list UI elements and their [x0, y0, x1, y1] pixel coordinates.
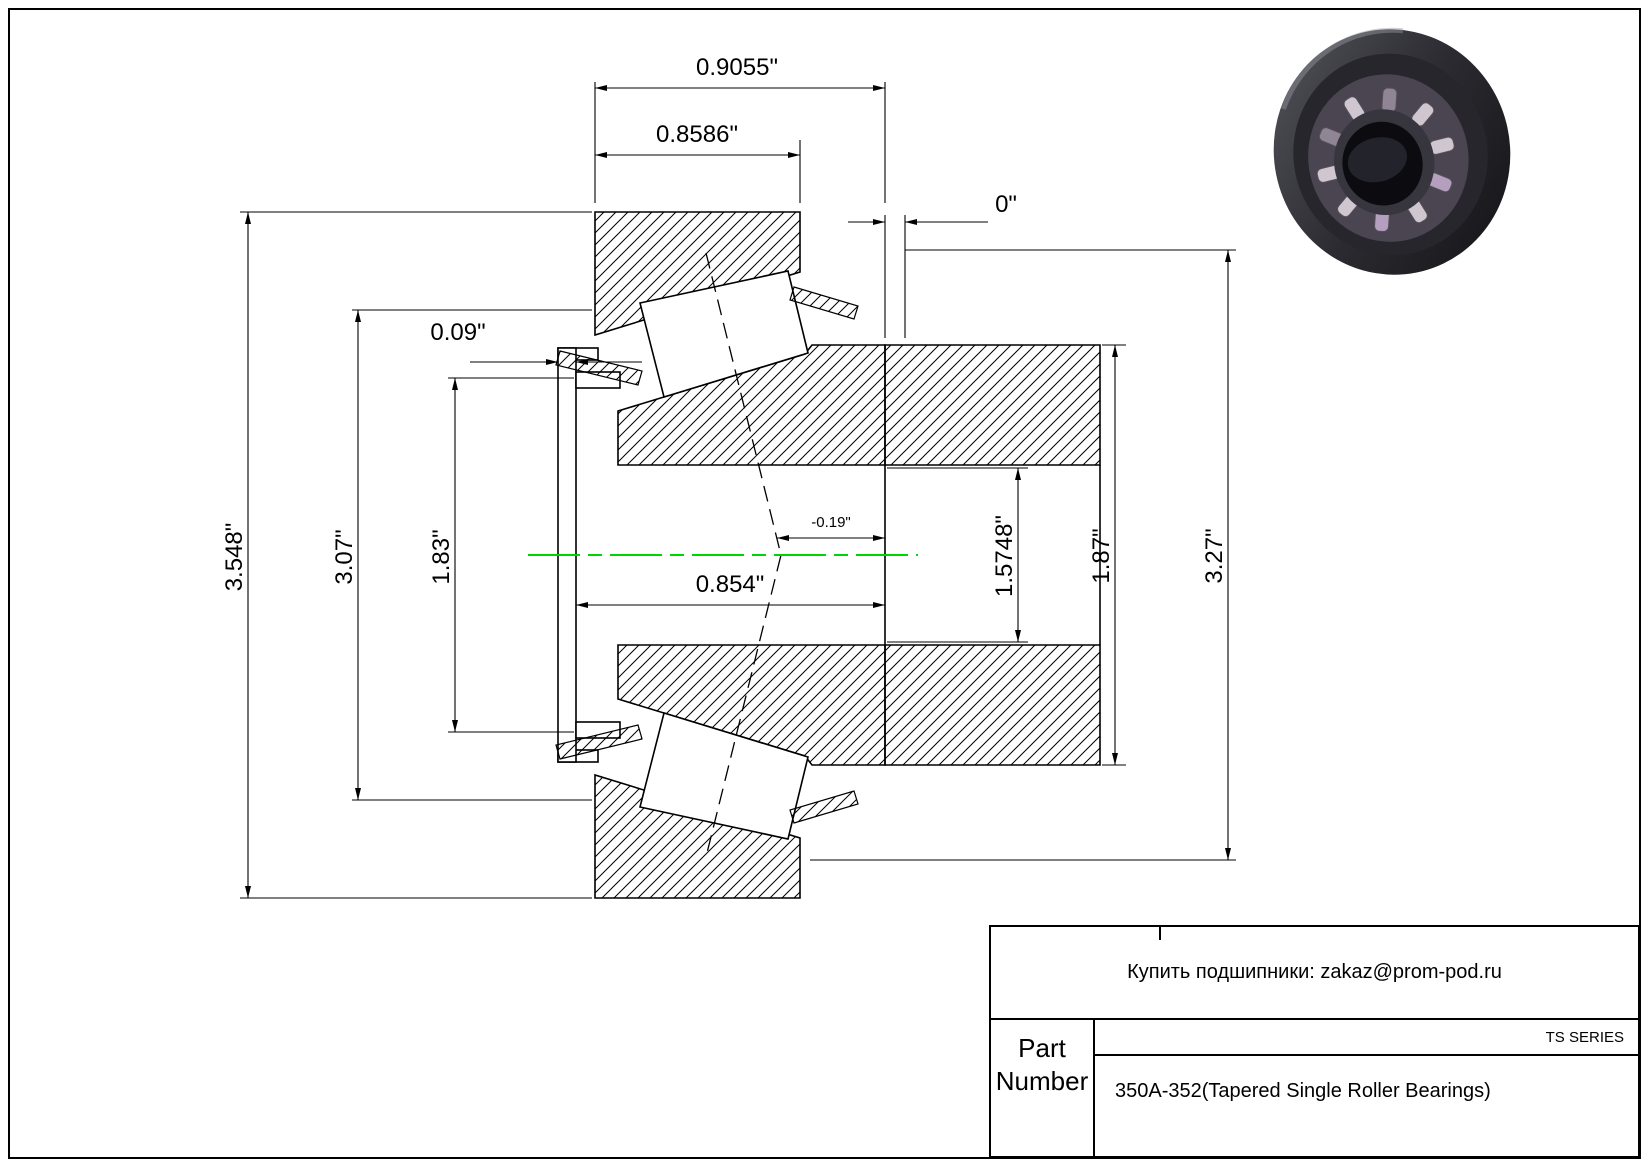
roller-bottom — [639, 711, 809, 840]
series-cell: TS SERIES — [1095, 1020, 1638, 1056]
dimension-labels: 0.9055" 0.8586" 0" 0.09" 0.854" -0.19" 3… — [221, 54, 1228, 598]
page-border — [8, 8, 1641, 1159]
cage-bottom-left-section — [555, 724, 643, 760]
bearing-bore-highlight — [1347, 137, 1408, 183]
dim-overall-width-label: 0.9055" — [696, 54, 778, 81]
dim-cone-width-label: 0.854" — [696, 571, 765, 598]
dim-cup-outer-label: 3.27" — [1201, 528, 1228, 583]
cup-right-bottom-section — [884, 644, 1101, 766]
part-number-label-cell: Part Number — [991, 1020, 1095, 1156]
title-block-bottom-row: Part Number TS SERIES 350A-352(Tapered S… — [991, 1020, 1638, 1156]
bearing-3d-render — [1273, 27, 1511, 275]
dim-outer-diameter-label: 3.548" — [221, 523, 248, 592]
dim-mid-diameter-label: 3.07" — [331, 529, 358, 584]
extension-lines — [240, 82, 1236, 899]
contact-line: Купить подшипники: zakaz@prom-pod.ru — [1127, 961, 1502, 983]
part-label-line2: Number — [995, 1066, 1089, 1096]
part-number-value: 350A-352(Tapered Single Roller Bearings) — [1115, 1080, 1491, 1102]
title-block-contact-row: Купить подшипники: zakaz@prom-pod.ru — [991, 927, 1638, 1020]
title-block-tick — [1159, 927, 1161, 940]
roller-top — [639, 270, 809, 399]
title-block-right-cells: TS SERIES 350A-352(Tapered Single Roller… — [1095, 1020, 1638, 1156]
dimension-lines — [245, 85, 1231, 898]
bearing-rim-highlight — [1281, 27, 1404, 110]
dim-bore-diameter-label: 1.5748" — [991, 515, 1018, 597]
title-block: Купить подшипники: zakaz@prom-pod.ru Par… — [989, 925, 1640, 1158]
dim-flange-width-label: 0.09" — [430, 319, 485, 346]
cage-top-right-section — [789, 286, 859, 320]
cage-bottom-right-section — [789, 790, 859, 824]
series-label: TS SERIES — [1545, 1028, 1624, 1046]
cup-right-top-section — [884, 344, 1101, 466]
dim-cup-width-label: 0.8586" — [656, 121, 738, 148]
dim-effective-center-label: -0.19" — [811, 514, 851, 531]
roller-axis-dashed — [705, 252, 782, 858]
dim-flange-diameter-label: 1.83" — [428, 529, 455, 584]
part-number-cell: 350A-352(Tapered Single Roller Bearings) — [1095, 1056, 1638, 1156]
dim-cup-inner-label: 1.87" — [1088, 528, 1115, 583]
cross-section-white-parts — [557, 270, 809, 840]
cross-section-hatched-parts — [594, 211, 1101, 899]
part-label-line1: Part — [1018, 1033, 1066, 1063]
dim-stickout-label: 0" — [995, 191, 1017, 218]
